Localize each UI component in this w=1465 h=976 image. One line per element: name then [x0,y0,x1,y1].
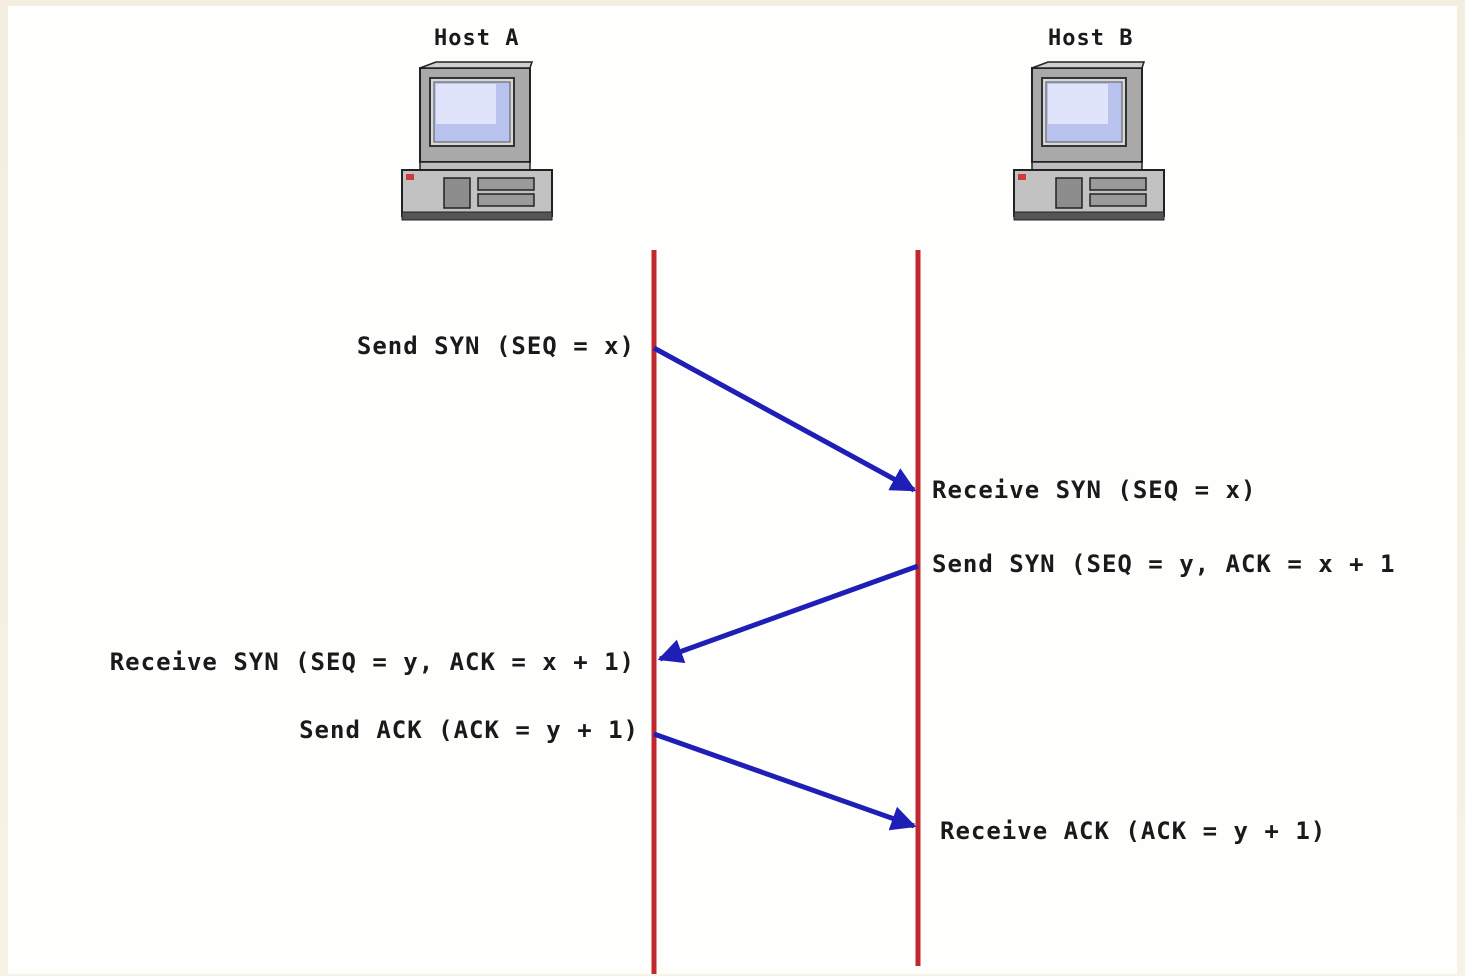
message-receive-syn-ack: Receive SYN (SEQ = y, ACK = x + 1) [109,648,635,676]
message-send-syn-ack: Send SYN (SEQ = y, ACK = x + 1 [932,550,1396,578]
message-receive-ack: Receive ACK (ACK = y + 1) [940,817,1327,845]
arrow-syn [652,345,917,493]
computer-icon [401,61,553,221]
message-send-ack: Send ACK (ACK = y + 1) [299,716,639,744]
computer-icon [1013,61,1165,221]
message-send-syn: Send SYN (SEQ = x) [356,332,635,360]
arrow-syn-ack [657,563,919,664]
message-receive-syn: Receive SYN (SEQ = x) [932,476,1257,504]
host-a-label: Host A [434,26,520,51]
host-b-label: Host B [1048,26,1134,51]
arrow-ack [653,731,917,831]
diagram-panel [8,6,1457,974]
